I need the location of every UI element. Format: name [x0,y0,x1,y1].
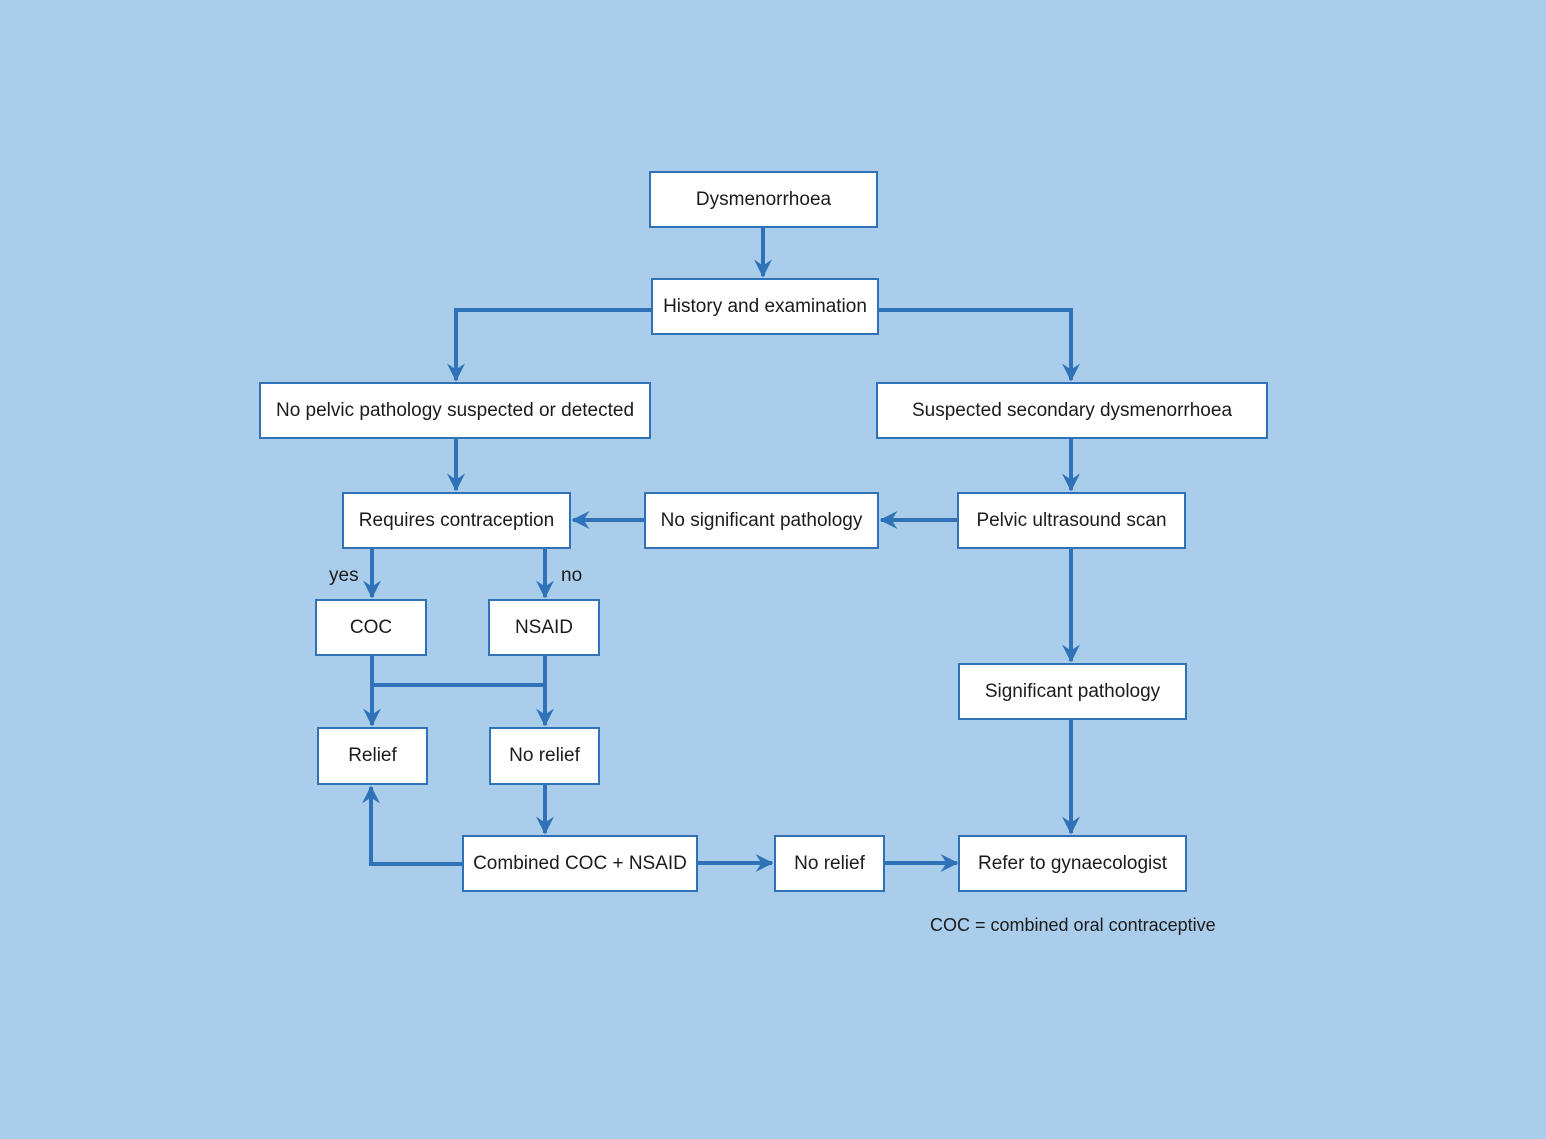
edge-label-no: no [561,565,583,586]
node-coc: COC [315,599,427,656]
node-no-relief-2: No relief [774,835,885,892]
node-suspected-secondary: Suspected secondary dysmenorrhoea [876,382,1268,439]
node-refer-gynaecologist: Refer to gynaecologist [958,835,1187,892]
node-relief: Relief [317,727,428,785]
node-history-examination: History and examination [651,278,879,335]
arrow-history-to-no-pelvic [447,308,651,382]
node-requires-contraception: Requires contraception [342,492,571,549]
node-combined-coc-nsaid: Combined COC + NSAID [462,835,698,892]
node-no-pelvic-pathology: No pelvic pathology suspected or detecte… [259,382,651,439]
node-significant-pathology: Significant pathology [958,663,1187,720]
arrow-combined-to-relief [362,785,463,866]
node-no-significant-pathology: No significant pathology [644,492,879,549]
node-dysmenorrhoea: Dysmenorrhoea [649,171,878,228]
node-nsaid: NSAID [488,599,600,656]
node-no-relief-1: No relief [489,727,600,785]
footnote: COC = combined oral contraceptive [930,915,1216,935]
arrow-history-to-suspected [879,308,1080,382]
edge-label-yes: yes [329,565,359,586]
node-pelvic-ultrasound: Pelvic ultrasound scan [957,492,1186,549]
